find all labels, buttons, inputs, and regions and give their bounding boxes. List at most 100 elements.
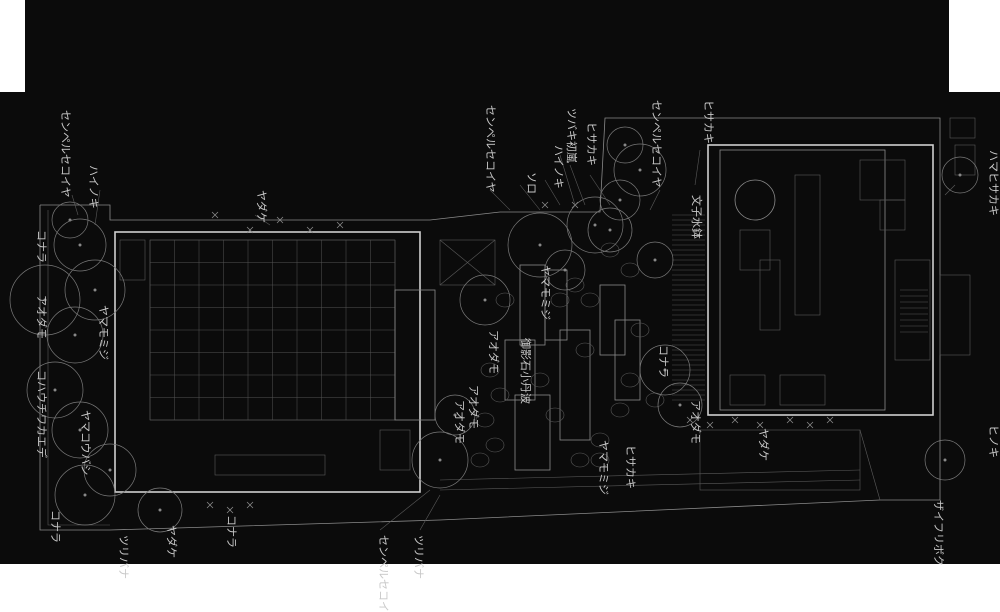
shrub-mark (206, 501, 214, 509)
tree-canopy (941, 156, 979, 194)
plant-label: ヤダケ (255, 190, 269, 223)
plant-label: ヤマモミジ (597, 440, 610, 495)
tree-canopy (411, 431, 469, 489)
leader-line (71, 194, 79, 216)
stepping-stone (475, 412, 495, 428)
tree-trunk (158, 508, 162, 512)
plant-label: ザイフリボク (932, 500, 945, 566)
shrub-mark (541, 201, 549, 209)
tree-canopy (639, 344, 691, 396)
leader-line (944, 184, 956, 196)
shrub-mark (731, 416, 739, 424)
tree-canopy (566, 196, 624, 254)
tree-trunk (43, 298, 47, 302)
tree-canopy (9, 264, 81, 336)
plant-label: コナラ (225, 515, 238, 548)
tree-trunk (78, 428, 82, 432)
stepping-stone (590, 452, 610, 468)
stepping-stone (620, 262, 640, 278)
tree-trunk (83, 493, 87, 497)
stepping-stone (530, 372, 550, 388)
tree-trunk (618, 198, 622, 202)
shrub-mark (686, 416, 694, 424)
leader-line (254, 214, 271, 226)
plant-label: ヒサカキ (585, 122, 598, 166)
right-building (707, 117, 976, 416)
plant-label: ソロ (525, 172, 538, 194)
tree-trunk (108, 468, 112, 472)
shrub-mark (276, 216, 284, 224)
tree-canopy (599, 179, 641, 221)
tree-trunk (958, 173, 962, 177)
label-leaders (71, 149, 956, 531)
plant-label: ヒサカキ (702, 100, 715, 144)
drawing-background-top (25, 0, 949, 92)
tree-canopy (434, 394, 476, 436)
stepping-stone (480, 362, 500, 378)
tree-canopy (636, 241, 674, 279)
leader-line (559, 154, 576, 206)
tree-canopy (507, 212, 573, 278)
leader-line (379, 489, 431, 531)
shrub-mark (211, 211, 219, 219)
tree-canopy (606, 126, 644, 164)
tree-canopy (459, 274, 511, 326)
leader-line (649, 189, 661, 211)
tree-trunk (623, 143, 627, 147)
tree-canopy (613, 143, 667, 197)
leader-line (589, 174, 611, 206)
tree-trunk (563, 268, 567, 272)
tree-canopy (587, 207, 633, 253)
shrub-mark (806, 421, 814, 429)
stepping-stone (600, 242, 620, 258)
stepping-stone (610, 402, 630, 418)
shrub-mark (706, 421, 714, 429)
tree-canopy (137, 487, 183, 533)
stepping-stone (620, 372, 640, 388)
tree-trunk (638, 168, 642, 172)
tree-canopy (54, 464, 116, 526)
tree-trunk (78, 243, 82, 247)
tree-canopy (64, 259, 126, 321)
tree-canopy (924, 439, 966, 481)
leader-line (544, 179, 561, 206)
plant-label: センペルセコイヤ (484, 105, 497, 193)
leader-line (694, 149, 701, 186)
stepping-stone (630, 322, 650, 338)
tree-trunk (53, 388, 57, 392)
lower-area (206, 201, 881, 514)
plant-label: アオダモ (467, 385, 481, 429)
tree-trunk (653, 258, 657, 262)
plant-label: 文子水鉢 (690, 195, 704, 239)
shrub-mark (756, 421, 764, 429)
stepping-stone (545, 407, 565, 423)
stepping-stone (490, 387, 510, 403)
stepping-stone (645, 392, 665, 408)
tree-trunk (593, 223, 597, 227)
plant-label: ヤダケ (165, 525, 179, 558)
stepping-stone (580, 292, 600, 308)
tree-trunk (73, 333, 77, 337)
tree-trunk (538, 243, 542, 247)
plant-label: ハイノキ (552, 145, 565, 189)
drawing-background-main (0, 92, 1000, 564)
plant-label: ヒサカキ (624, 445, 637, 489)
plant-label: ヤマモミジ (97, 305, 110, 360)
tree-trunk (943, 458, 947, 462)
tree-trunk (663, 368, 667, 372)
tree-trunk (453, 413, 457, 417)
stepping-stone (485, 437, 505, 453)
plant-labels: センペルセコイヤハイノキヤダケコナラアオダモヤマモミジコハウチワカエデヤマコウバ… (35, 100, 1000, 612)
tree-canopy (83, 443, 137, 497)
plant-label: ツバキ初嵐 (565, 108, 579, 163)
tree-canopy (51, 401, 109, 459)
tree-canopy (53, 218, 107, 272)
leader-line (519, 184, 541, 211)
stepping-stone (570, 452, 590, 468)
plant-label: ヤマモミジ (539, 265, 552, 320)
stepping-stone (495, 292, 515, 308)
plant-label: ヒノキ (987, 425, 1000, 458)
leader-line (419, 494, 441, 531)
stepping-stone (590, 432, 610, 448)
